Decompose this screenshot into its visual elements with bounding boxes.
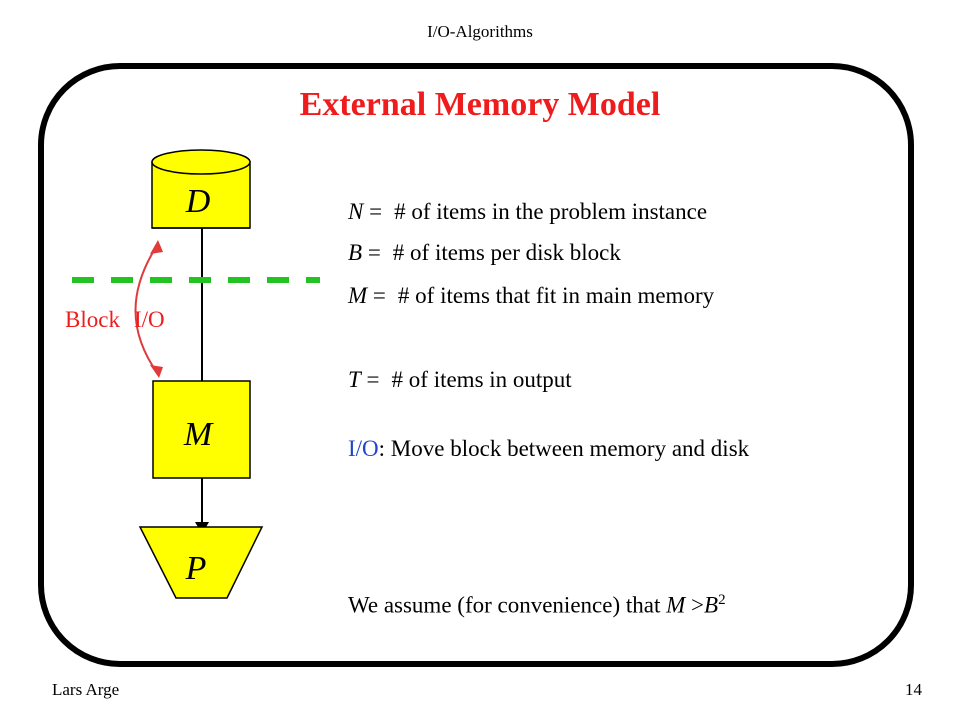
block-io-arrowhead-bottom [150, 365, 163, 378]
assumption-base: B [704, 592, 719, 618]
block-io-label: Block I/O [65, 307, 179, 333]
definition-text: # of items in output [391, 367, 572, 392]
io-definition: I/O: Move block between memory and disk [348, 436, 749, 462]
disk-label: D [185, 183, 211, 220]
io-term: I/O [348, 436, 379, 461]
definition-n: N = # of items in the problem instance [348, 199, 707, 225]
definition-b: B = # of items per disk block [348, 240, 621, 266]
definition-symbol: M [348, 283, 368, 308]
definition-equals: = [366, 367, 380, 392]
definition-symbol: T [348, 367, 361, 392]
io-definition-text: : Move block between memory and disk [378, 436, 750, 461]
assumption-op: > [685, 592, 704, 618]
memory-box [152, 380, 251, 479]
definition-text: # of items that fit in main memory [397, 283, 715, 308]
definition-symbol: N [348, 199, 364, 224]
block-io-label-block: Block [65, 307, 120, 332]
slide-title: External Memory Model [299, 86, 661, 123]
assumption-lhs: M [666, 592, 686, 618]
definition-text: # of items in the problem instance [394, 199, 708, 224]
definition-symbol: B [348, 240, 363, 265]
block-io-arrow [134, 243, 159, 375]
definition-equals: = [367, 240, 381, 265]
definition-m: M = # of items that fit in main memory [348, 283, 714, 309]
definition-t: T = # of items in output [348, 367, 572, 393]
disk-cylinder [151, 149, 251, 229]
processor-label: P [185, 550, 207, 587]
assumption-text: We assume (for convenience) that [348, 592, 667, 618]
definition-equals: = [372, 283, 386, 308]
definition-text: # of items per disk block [392, 240, 621, 265]
footer-page-number: 14 [905, 680, 922, 699]
processor-shape [138, 526, 264, 599]
footer-author: Lars Arge [52, 680, 120, 699]
slide-frame [38, 63, 914, 667]
block-io-label-io: I/O [133, 307, 165, 332]
assumption-line: We assume (for convenience) that M >B2 [348, 592, 726, 619]
block-io-arrowhead-top [150, 240, 163, 254]
assumption-exponent: 2 [718, 592, 726, 608]
memory-label: M [183, 416, 213, 453]
slide-header: I/O-Algorithms [427, 22, 533, 41]
definition-equals: = [369, 199, 383, 224]
